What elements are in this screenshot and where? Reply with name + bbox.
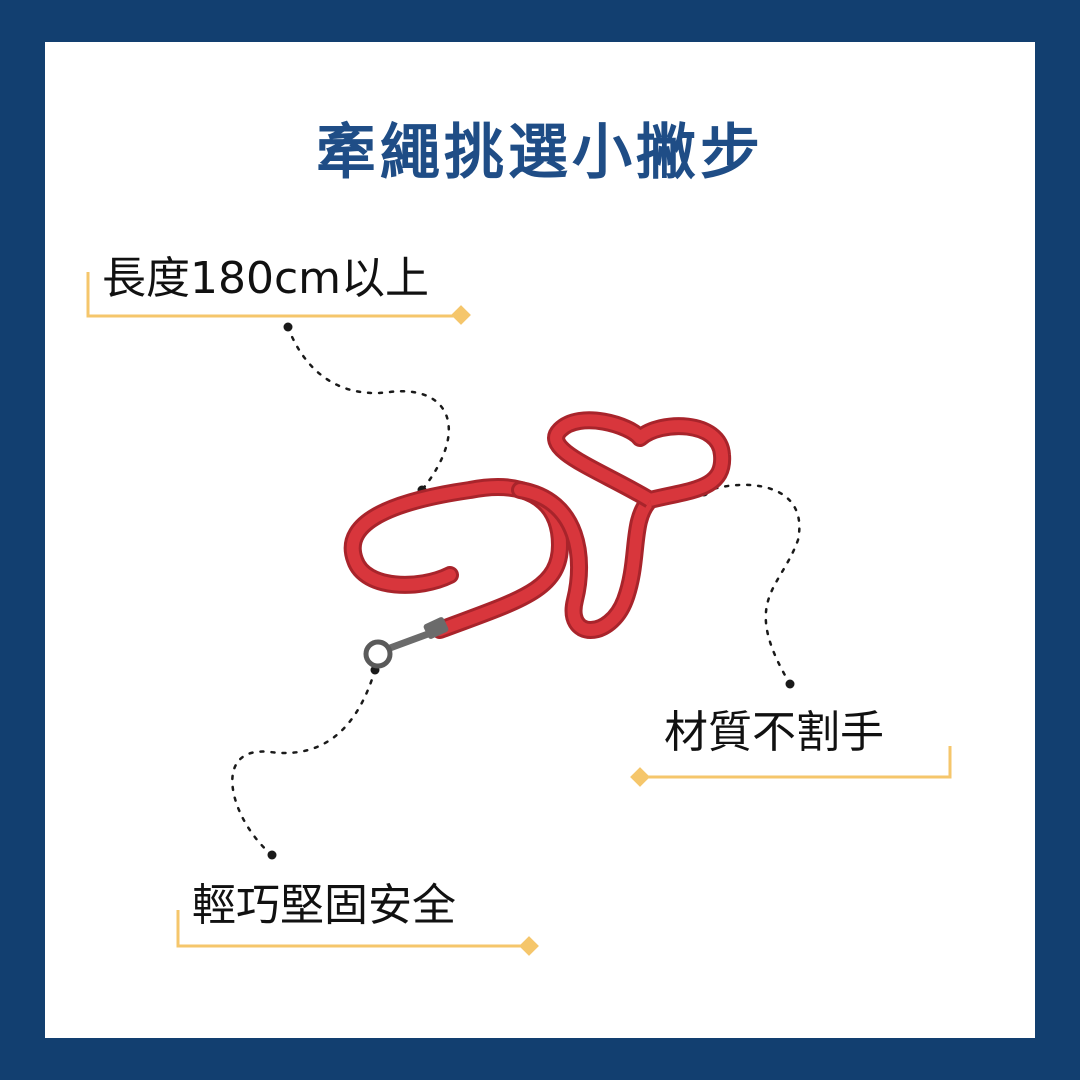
underline-length <box>86 272 471 325</box>
callout-length: 長度180cm以上 <box>102 253 430 304</box>
leash-image <box>343 411 732 669</box>
underline-weight <box>176 910 539 956</box>
connector-weight <box>231 665 380 860</box>
callout-material: 材質不割手 <box>664 707 884 758</box>
connector-material <box>699 483 801 689</box>
connector-length <box>283 322 450 495</box>
content-card <box>45 42 1035 1038</box>
underline-material <box>630 746 952 787</box>
snap-clip-icon <box>363 617 449 669</box>
page-title: 牽繩挑選小撇步 <box>316 118 764 188</box>
callout-weight: 輕巧堅固安全 <box>192 880 456 931</box>
